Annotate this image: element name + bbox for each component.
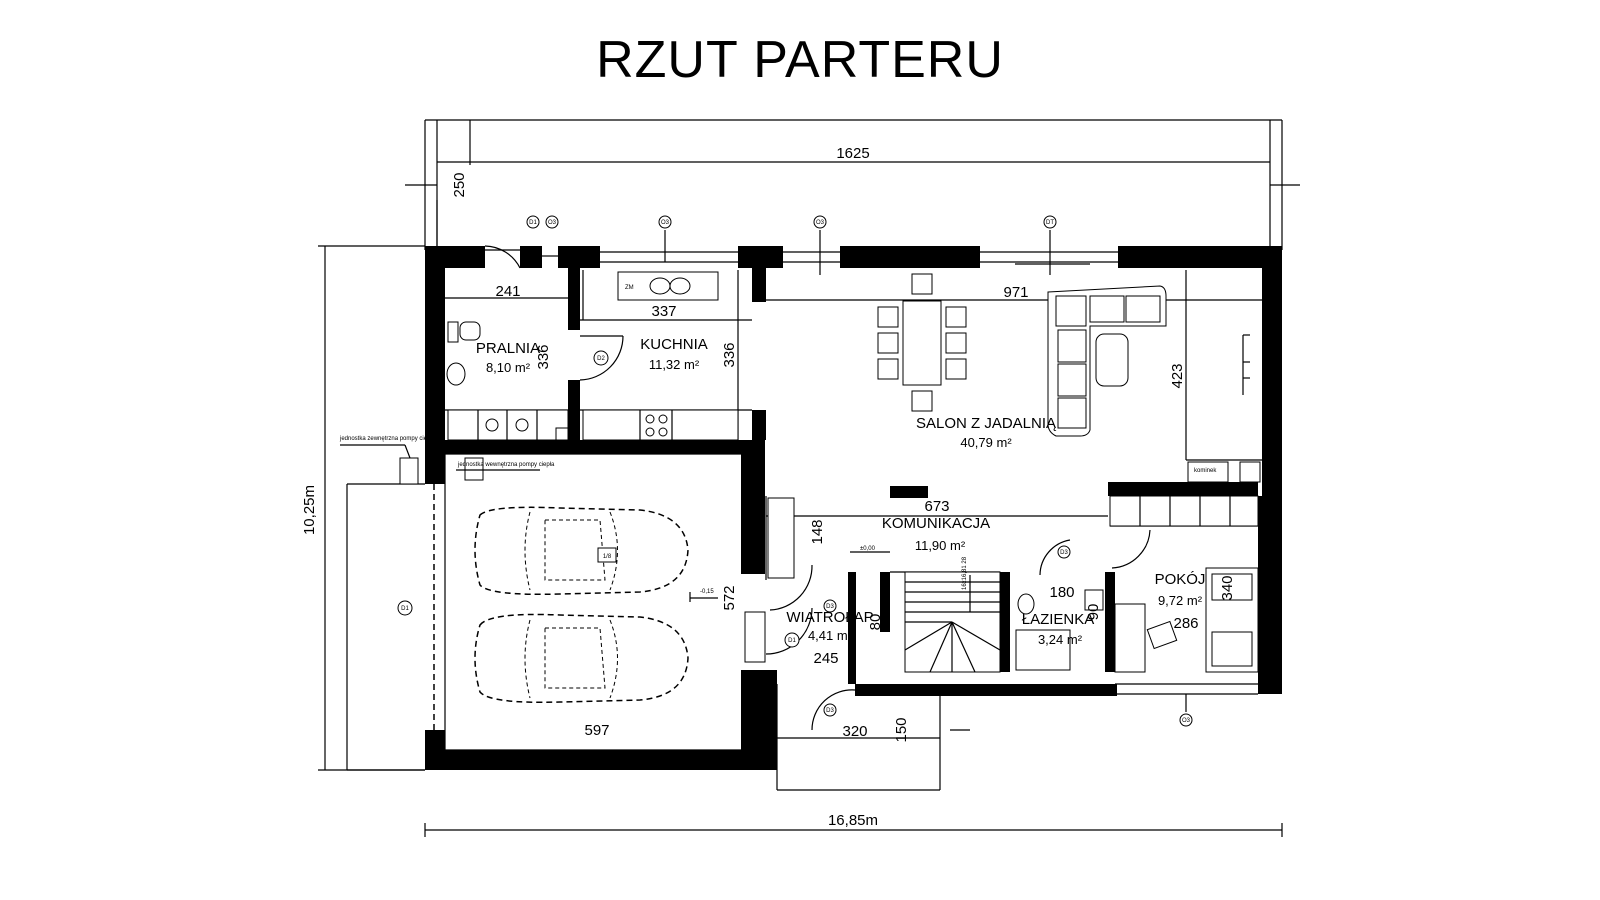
dim-salon-h: 423: [1169, 363, 1186, 388]
stairs: [904, 571, 1001, 673]
room-labels: PRALNIA 8,10 m² KUCHNIA 11,32 m² SALON Z…: [476, 336, 1206, 647]
tags: D1 O3 O3 O3 DT D2 D1 D3 D1 D3 D3 O3: [397, 215, 1193, 727]
note-pump-inside: jednostka wewnętrzna pompy ciepła: [457, 462, 555, 468]
bottom-dimension: 16,85m: [424, 812, 1283, 837]
tag-d2: D2: [593, 350, 609, 366]
notes: jednostka zewnętrzna pompy ciepła jednos…: [339, 436, 968, 590]
dim-pralnia-h: 336: [535, 344, 552, 369]
sofa: [1047, 285, 1250, 437]
dimension-labels: 241 336 337 336 971 423 673 148 572 597 …: [495, 283, 1236, 743]
tag-o3-b: O3: [658, 215, 672, 229]
level-marker: ±0,00: [850, 546, 890, 553]
walls: [425, 246, 1282, 770]
dim-entry-w: 320: [842, 723, 867, 740]
dim-pokoj-w: 286: [1173, 615, 1198, 632]
page-title: RZUT PARTERU: [596, 31, 1004, 89]
room-lazienka-name: ŁAZIENKA: [1022, 611, 1095, 628]
windows-top: [485, 249, 1118, 265]
dim-terrace: 250: [451, 172, 468, 197]
tag-code: D1: [401, 606, 409, 612]
tag-code: O3: [816, 220, 825, 226]
tag-o3-bottom: O3: [1179, 713, 1193, 727]
car-top: [474, 506, 689, 596]
garage-level: -0,15: [700, 589, 714, 595]
room-komunikacja-name: KOMUNIKACJA: [882, 515, 990, 532]
doors: [484, 245, 1151, 731]
room-wiatrolap-name: WIATROŁAP: [786, 609, 873, 626]
room-salon-area: 40,79 m²: [960, 435, 1012, 450]
room-kuchnia-name: KUCHNIA: [640, 336, 708, 353]
dim-top: 1625: [836, 145, 869, 162]
tag-code: D3: [1060, 550, 1068, 556]
dim-height-total: 10,25m: [301, 485, 318, 535]
note-pump-outside: jednostka zewnętrzna pompy ciepła: [339, 436, 436, 442]
tag-code: O3: [548, 220, 557, 226]
tag-code: DT: [1046, 220, 1054, 226]
car-bottom: [474, 613, 689, 704]
pokoj-furniture: [1114, 567, 1259, 673]
garage: 1/8 -0,15: [340, 444, 741, 771]
dining-set: [877, 273, 967, 412]
tag-d1-garage: D1: [397, 600, 413, 616]
tag-d1-entry: D1: [784, 632, 800, 648]
room-kuchnia-area: 11,32 m²: [649, 357, 700, 372]
dim-kom-w: 673: [924, 498, 949, 515]
fireplace: kominek: [1187, 461, 1261, 483]
top-dimension: 1625 250: [405, 119, 1300, 250]
tag-o3-c: O3: [813, 215, 827, 229]
left-dimension: 10,25m: [301, 245, 425, 771]
fridge-label: ZM: [625, 285, 634, 291]
dim-garage-w: 597: [584, 722, 609, 739]
tag-d3-b: D3: [823, 703, 837, 717]
tag-d1-top: D1: [526, 215, 540, 229]
tag-code: D3: [826, 604, 834, 610]
room-komunikacja-area: 11,90 m²: [915, 538, 966, 553]
dim-entry-h: 150: [893, 717, 910, 742]
tag-o3-a: O3: [545, 215, 559, 229]
kitchen-fixtures: ZM: [582, 271, 739, 441]
bathroom-fixtures: [1015, 589, 1104, 671]
wardrobe: [767, 495, 1259, 579]
dim-wiatrolap-w: 245: [813, 650, 838, 667]
tag-d3-c: D3: [1057, 545, 1071, 559]
room-pralnia-area: 8,10 m²: [486, 360, 531, 375]
dim-kom-h: 148: [809, 519, 826, 544]
tag-code: D1: [788, 638, 796, 644]
room-pralnia-name: PRALNIA: [476, 340, 540, 357]
room-salon-name: SALON Z JADALNIĄ: [916, 415, 1057, 432]
tag-code: D3: [826, 708, 834, 714]
tag-code: D2: [597, 356, 605, 362]
room-lazienka-area: 3,24 m²: [1038, 632, 1083, 647]
tag-code: O3: [661, 220, 670, 226]
dim-lazienka-w: 180: [1049, 584, 1074, 601]
tag-code: D1: [529, 220, 537, 226]
dim-salon-w: 971: [1003, 284, 1028, 301]
dim-stair-h: 80: [867, 614, 884, 631]
garage-tag: 1/8: [603, 554, 612, 560]
tag-code: O3: [1182, 718, 1191, 724]
dim-kuchnia-w: 337: [651, 303, 676, 320]
dim-garage-h: 572: [721, 585, 738, 610]
room-wiatrolap-area: 4,41 m²: [808, 628, 853, 643]
dim-kuchnia-h: 336: [721, 342, 738, 367]
dim-lazienka-h: 90: [1085, 604, 1102, 621]
fireplace-label: kominek: [1194, 468, 1217, 474]
pralnia-fixtures: [446, 321, 569, 441]
room-pokoj-name: POKÓJ: [1155, 571, 1206, 588]
tag-dt: DT: [1043, 215, 1057, 229]
dim-pralnia-w: 241: [495, 283, 520, 300]
tag-d3-a: D3: [823, 599, 837, 613]
note-stairs: 16x16,81 28: [962, 556, 968, 590]
dim-pokoj-h: 340: [1219, 575, 1236, 600]
interior-lines: [445, 270, 1262, 791]
level-zero: ±0,00: [860, 546, 876, 552]
dim-width-total: 16,85m: [828, 812, 878, 829]
room-pokoj-area: 9,72 m²: [1158, 593, 1203, 608]
